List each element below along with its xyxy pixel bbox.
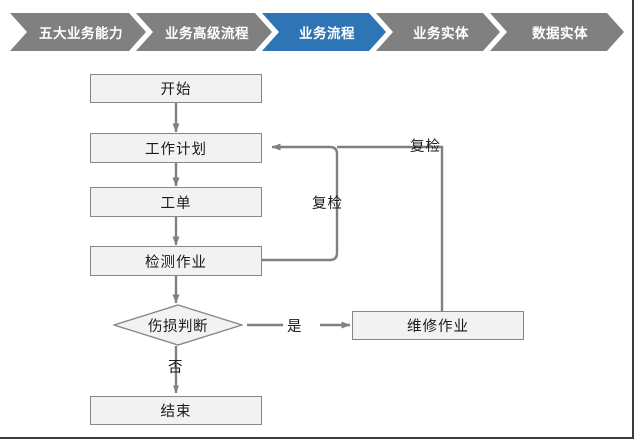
flow-node-start[interactable]: 开始 xyxy=(90,74,262,103)
flow-node-label: 结束 xyxy=(160,404,192,420)
breadcrumb-item-business-entity[interactable]: 业务实体 xyxy=(376,13,500,51)
breadcrumb-item-business-capabilities[interactable]: 五大业务能力 xyxy=(10,13,146,51)
edge-label-yes: 是 xyxy=(287,319,303,335)
breadcrumb-item-label: 业务实体 xyxy=(413,26,469,41)
breadcrumb-item-business-process[interactable]: 业务流程 xyxy=(262,13,386,51)
flow-node-label: 工作计划 xyxy=(145,141,207,158)
flow-node-work-order[interactable]: 工单 xyxy=(90,187,262,217)
edge-label-recheck-inner: 复检 xyxy=(312,196,343,212)
edge-label-recheck-outer: 复检 xyxy=(410,139,441,155)
flow-node-end[interactable]: 结束 xyxy=(90,396,262,425)
flow-node-inspection-task[interactable]: 检测作业 xyxy=(90,246,262,276)
breadcrumb-item-label: 五大业务能力 xyxy=(39,26,123,41)
edge-label-no: 否 xyxy=(168,360,184,376)
flow-node-label: 维修作业 xyxy=(407,319,469,335)
flow-node-label: 伤损判断 xyxy=(148,318,208,335)
flow-node-damage-decision[interactable]: 伤损判断 xyxy=(113,304,243,346)
breadcrumb-item-data-entity[interactable]: 数据实体 xyxy=(490,13,624,51)
breadcrumb-item-label: 业务流程 xyxy=(299,26,355,41)
breadcrumb-item-label: 数据实体 xyxy=(532,26,588,41)
breadcrumb: 五大业务能力 业务高级流程 业务流程 业务实体 数据实体 xyxy=(0,13,634,51)
breadcrumb-item-high-level-process[interactable]: 业务高级流程 xyxy=(136,13,272,51)
flow-node-label: 检测作业 xyxy=(145,254,207,271)
flow-node-work-plan[interactable]: 工作计划 xyxy=(90,133,262,163)
breadcrumb-item-label: 业务高级流程 xyxy=(165,26,249,41)
flow-node-label: 开始 xyxy=(160,82,192,98)
flow-node-label: 工单 xyxy=(160,195,192,212)
flow-node-maintenance-task[interactable]: 维修作业 xyxy=(352,311,524,340)
